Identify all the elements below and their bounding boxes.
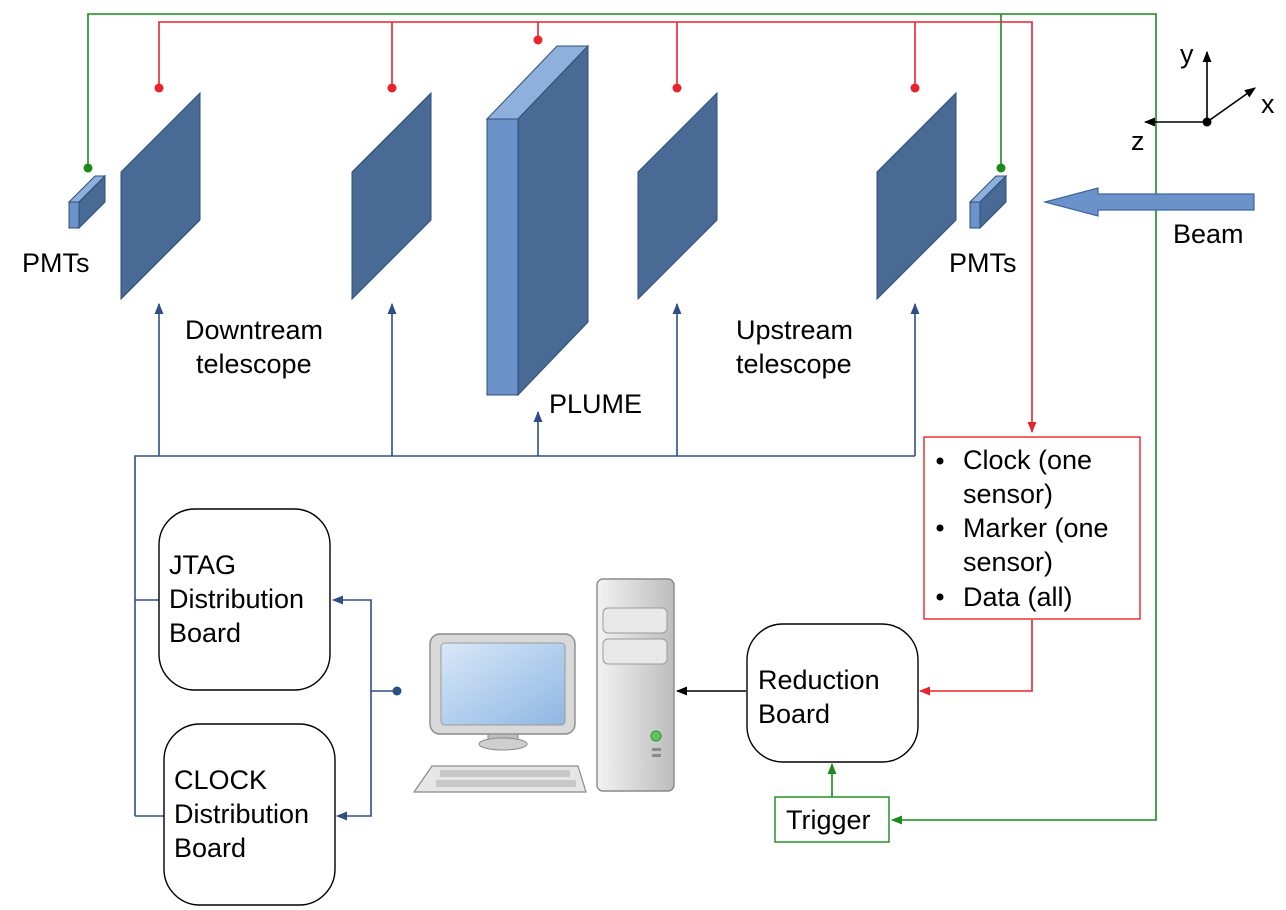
clock-board-line-2: Distribution [174,799,309,829]
trigger-label: Trigger [786,805,871,835]
trigger-wire [83,13,1157,825]
downstream-plane-1 [120,91,201,301]
clock-wire [154,21,1037,696]
pmt-left [67,174,107,230]
clock-board [163,723,336,906]
monitor-icon [429,633,576,751]
pmts-right-label: PMTs [949,248,1017,278]
downstream-label-1: Downtream [185,315,323,345]
upstream-label-2: telescope [736,349,852,379]
axis-y-label: y [1180,39,1194,69]
axes-icon [1143,50,1256,127]
beam-arrow [1042,187,1255,217]
signal-list: Clock (one sensor) Marker (one sensor) D… [936,445,1109,612]
reduction-board-line-1: Reduction [758,665,880,695]
downstream-plane-2 [351,91,432,301]
jtag-board-line-3: Board [169,618,241,648]
reduction-board-line-2: Board [758,699,830,729]
computer-icon [412,578,675,793]
jtag-board [158,508,331,691]
jtag-board-line-1: JTAG [169,550,236,580]
plume-label: PLUME [549,389,642,419]
clock-board-line-1: CLOCK [174,765,267,795]
upstream-plane-1 [637,91,718,301]
signal-item-marker-2: sensor) [963,547,1053,577]
clock-board-line-3: Board [174,833,246,863]
axis-z-label: z [1131,126,1145,156]
pmt-right [968,174,1008,230]
jtag-board-line-2: Distribution [169,584,304,614]
pmts-left-label: PMTs [22,248,90,278]
trigger-box [774,796,890,843]
reduction-board [746,623,919,763]
upstream-plane-2 [876,91,957,301]
signal-item-data: Data (all) [963,582,1073,612]
axis-x-label: x [1261,89,1275,119]
downstream-label-2: telescope [196,349,312,379]
signal-box [923,436,1141,620]
signal-item-marker-1: Marker (one [963,513,1109,543]
plume-ladder [485,44,590,397]
keyboard-icon [412,765,587,793]
signal-item-clock-2: sensor) [963,479,1053,509]
signal-item-clock-1: Clock (one [963,445,1092,475]
upstream-label-1: Upstream [736,315,853,345]
control-bus [134,302,920,821]
tower-icon [596,578,675,792]
beam-label: Beam [1173,219,1244,249]
